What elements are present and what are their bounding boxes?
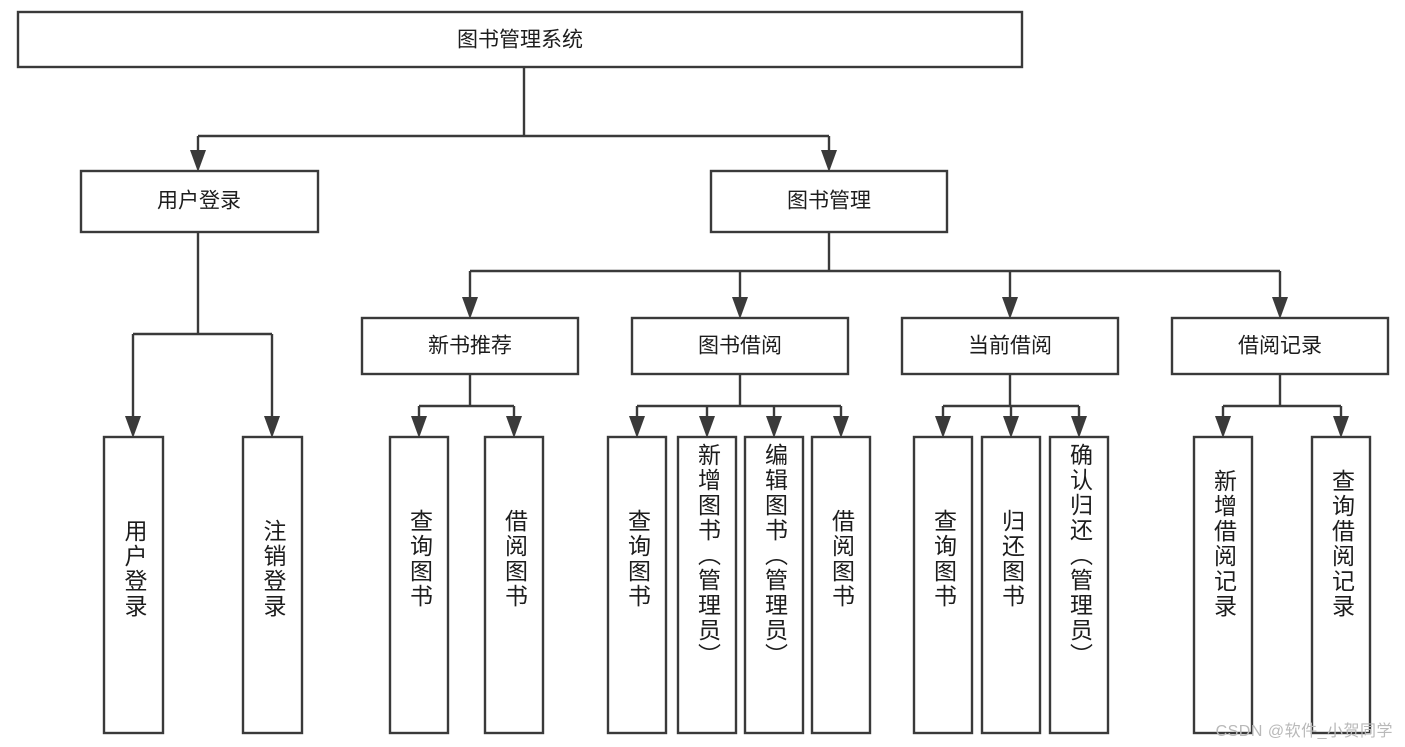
node-group-level3: 新书推荐 图书借阅 当前借阅 借阅记录 xyxy=(360,316,1390,376)
arrow-borrow-record-leaf-1 xyxy=(1215,416,1231,438)
leaf-label-user-login: 用户登录 xyxy=(121,519,147,619)
leaf-box-edit-book-admin[interactable] xyxy=(743,435,805,735)
arrow-book-borrow-leaf-4 xyxy=(833,416,849,438)
leaf-label-borrow-book-1: 借阅图书 xyxy=(501,509,528,609)
leaf-label-borrow-book-2: 借阅图书 xyxy=(828,509,855,609)
arrow-to-new-book xyxy=(462,297,478,319)
leaf-label-query-book-2: 查询图书 xyxy=(624,509,651,609)
leaf-box-query-borrow-record[interactable] xyxy=(1310,435,1372,735)
leaf-box-query-book-3[interactable] xyxy=(912,435,974,735)
leaf-box-borrow-book-1[interactable] xyxy=(483,435,545,735)
arrow-to-current-borrow xyxy=(1002,297,1018,319)
arrow-new-book-leaf-1 xyxy=(411,416,427,438)
leaf-label-add-book-admin: 新增图书（管理员） xyxy=(694,443,721,668)
arrow-new-book-leaf-2 xyxy=(506,416,522,438)
arrow-borrow-record-leaf-2 xyxy=(1333,416,1349,438)
arrow-book-borrow-leaf-3 xyxy=(766,416,782,438)
node-label-book-borrow: 图书借阅 xyxy=(698,335,782,358)
connector-group xyxy=(125,67,1349,438)
leaf-label-edit-book-admin: 编辑图书（管理员） xyxy=(761,443,788,668)
node-box-system-root[interactable] xyxy=(16,10,1024,69)
node-box-book-borrow[interactable] xyxy=(630,316,850,376)
node-label-user-login: 用户登录 xyxy=(157,190,241,213)
leaf-label-add-borrow-record: 新增借阅记录 xyxy=(1210,469,1237,619)
leaf-label-logout-login: 注销登录 xyxy=(260,519,286,619)
arrow-user-login-leaf-2 xyxy=(264,416,280,438)
node-box-borrow-record[interactable] xyxy=(1170,316,1390,376)
leaf-label-query-book-1: 查询图书 xyxy=(406,509,433,609)
arrow-to-user-login xyxy=(190,150,206,172)
arrow-current-borrow-leaf-1 xyxy=(935,416,951,438)
leaf-label-query-book-3: 查询图书 xyxy=(930,509,957,609)
arrow-user-login-leaf-1 xyxy=(125,416,141,438)
leaf-label-query-borrow-record: 查询借阅记录 xyxy=(1328,469,1355,619)
leaf-box-return-book[interactable] xyxy=(980,435,1042,735)
leaf-box-confirm-return[interactable] xyxy=(1048,435,1110,735)
leaf-box-add-borrow-record[interactable] xyxy=(1192,435,1254,735)
leaf-label-confirm-return: 确认归还（管理员） xyxy=(1066,443,1093,668)
arrow-current-borrow-leaf-2 xyxy=(1003,416,1019,438)
node-label-current-borrow: 当前借阅 xyxy=(968,335,1052,358)
arrow-current-borrow-leaf-3 xyxy=(1071,416,1087,438)
leaf-box-logout-login[interactable] xyxy=(241,435,304,735)
node-label-new-book-recommend: 新书推荐 xyxy=(428,335,512,358)
node-label-system-root: 图书管理系统 xyxy=(457,29,583,52)
arrow-to-book-borrow xyxy=(732,297,748,319)
leaf-box-query-book-1[interactable] xyxy=(388,435,450,735)
node-label-borrow-record: 借阅记录 xyxy=(1238,335,1322,358)
leaf-box-borrow-book-2[interactable] xyxy=(810,435,872,735)
node-group-level2: 用户登录 图书管理 xyxy=(79,169,949,234)
node-group-root: 图书管理系统 xyxy=(16,10,1024,69)
node-label-book-manage: 图书管理 xyxy=(787,190,871,213)
node-box-new-book-recommend[interactable] xyxy=(360,316,580,376)
arrow-to-book-manage xyxy=(821,150,837,172)
leaf-box-query-book-2[interactable] xyxy=(606,435,668,735)
leaf-box-user-login[interactable] xyxy=(102,435,165,735)
node-box-book-manage[interactable] xyxy=(709,169,949,234)
arrow-to-borrow-record xyxy=(1272,297,1288,319)
leaf-label-return-book: 归还图书 xyxy=(998,509,1025,609)
csdn-watermark: CSDN @软件_小贺同学 xyxy=(1215,723,1393,740)
leaf-box-group xyxy=(102,435,1372,735)
leaf-box-add-book-admin[interactable] xyxy=(676,435,738,735)
node-box-user-login[interactable] xyxy=(79,169,320,234)
node-box-current-borrow[interactable] xyxy=(900,316,1120,376)
arrow-book-borrow-leaf-1 xyxy=(629,416,645,438)
arrow-book-borrow-leaf-2 xyxy=(699,416,715,438)
